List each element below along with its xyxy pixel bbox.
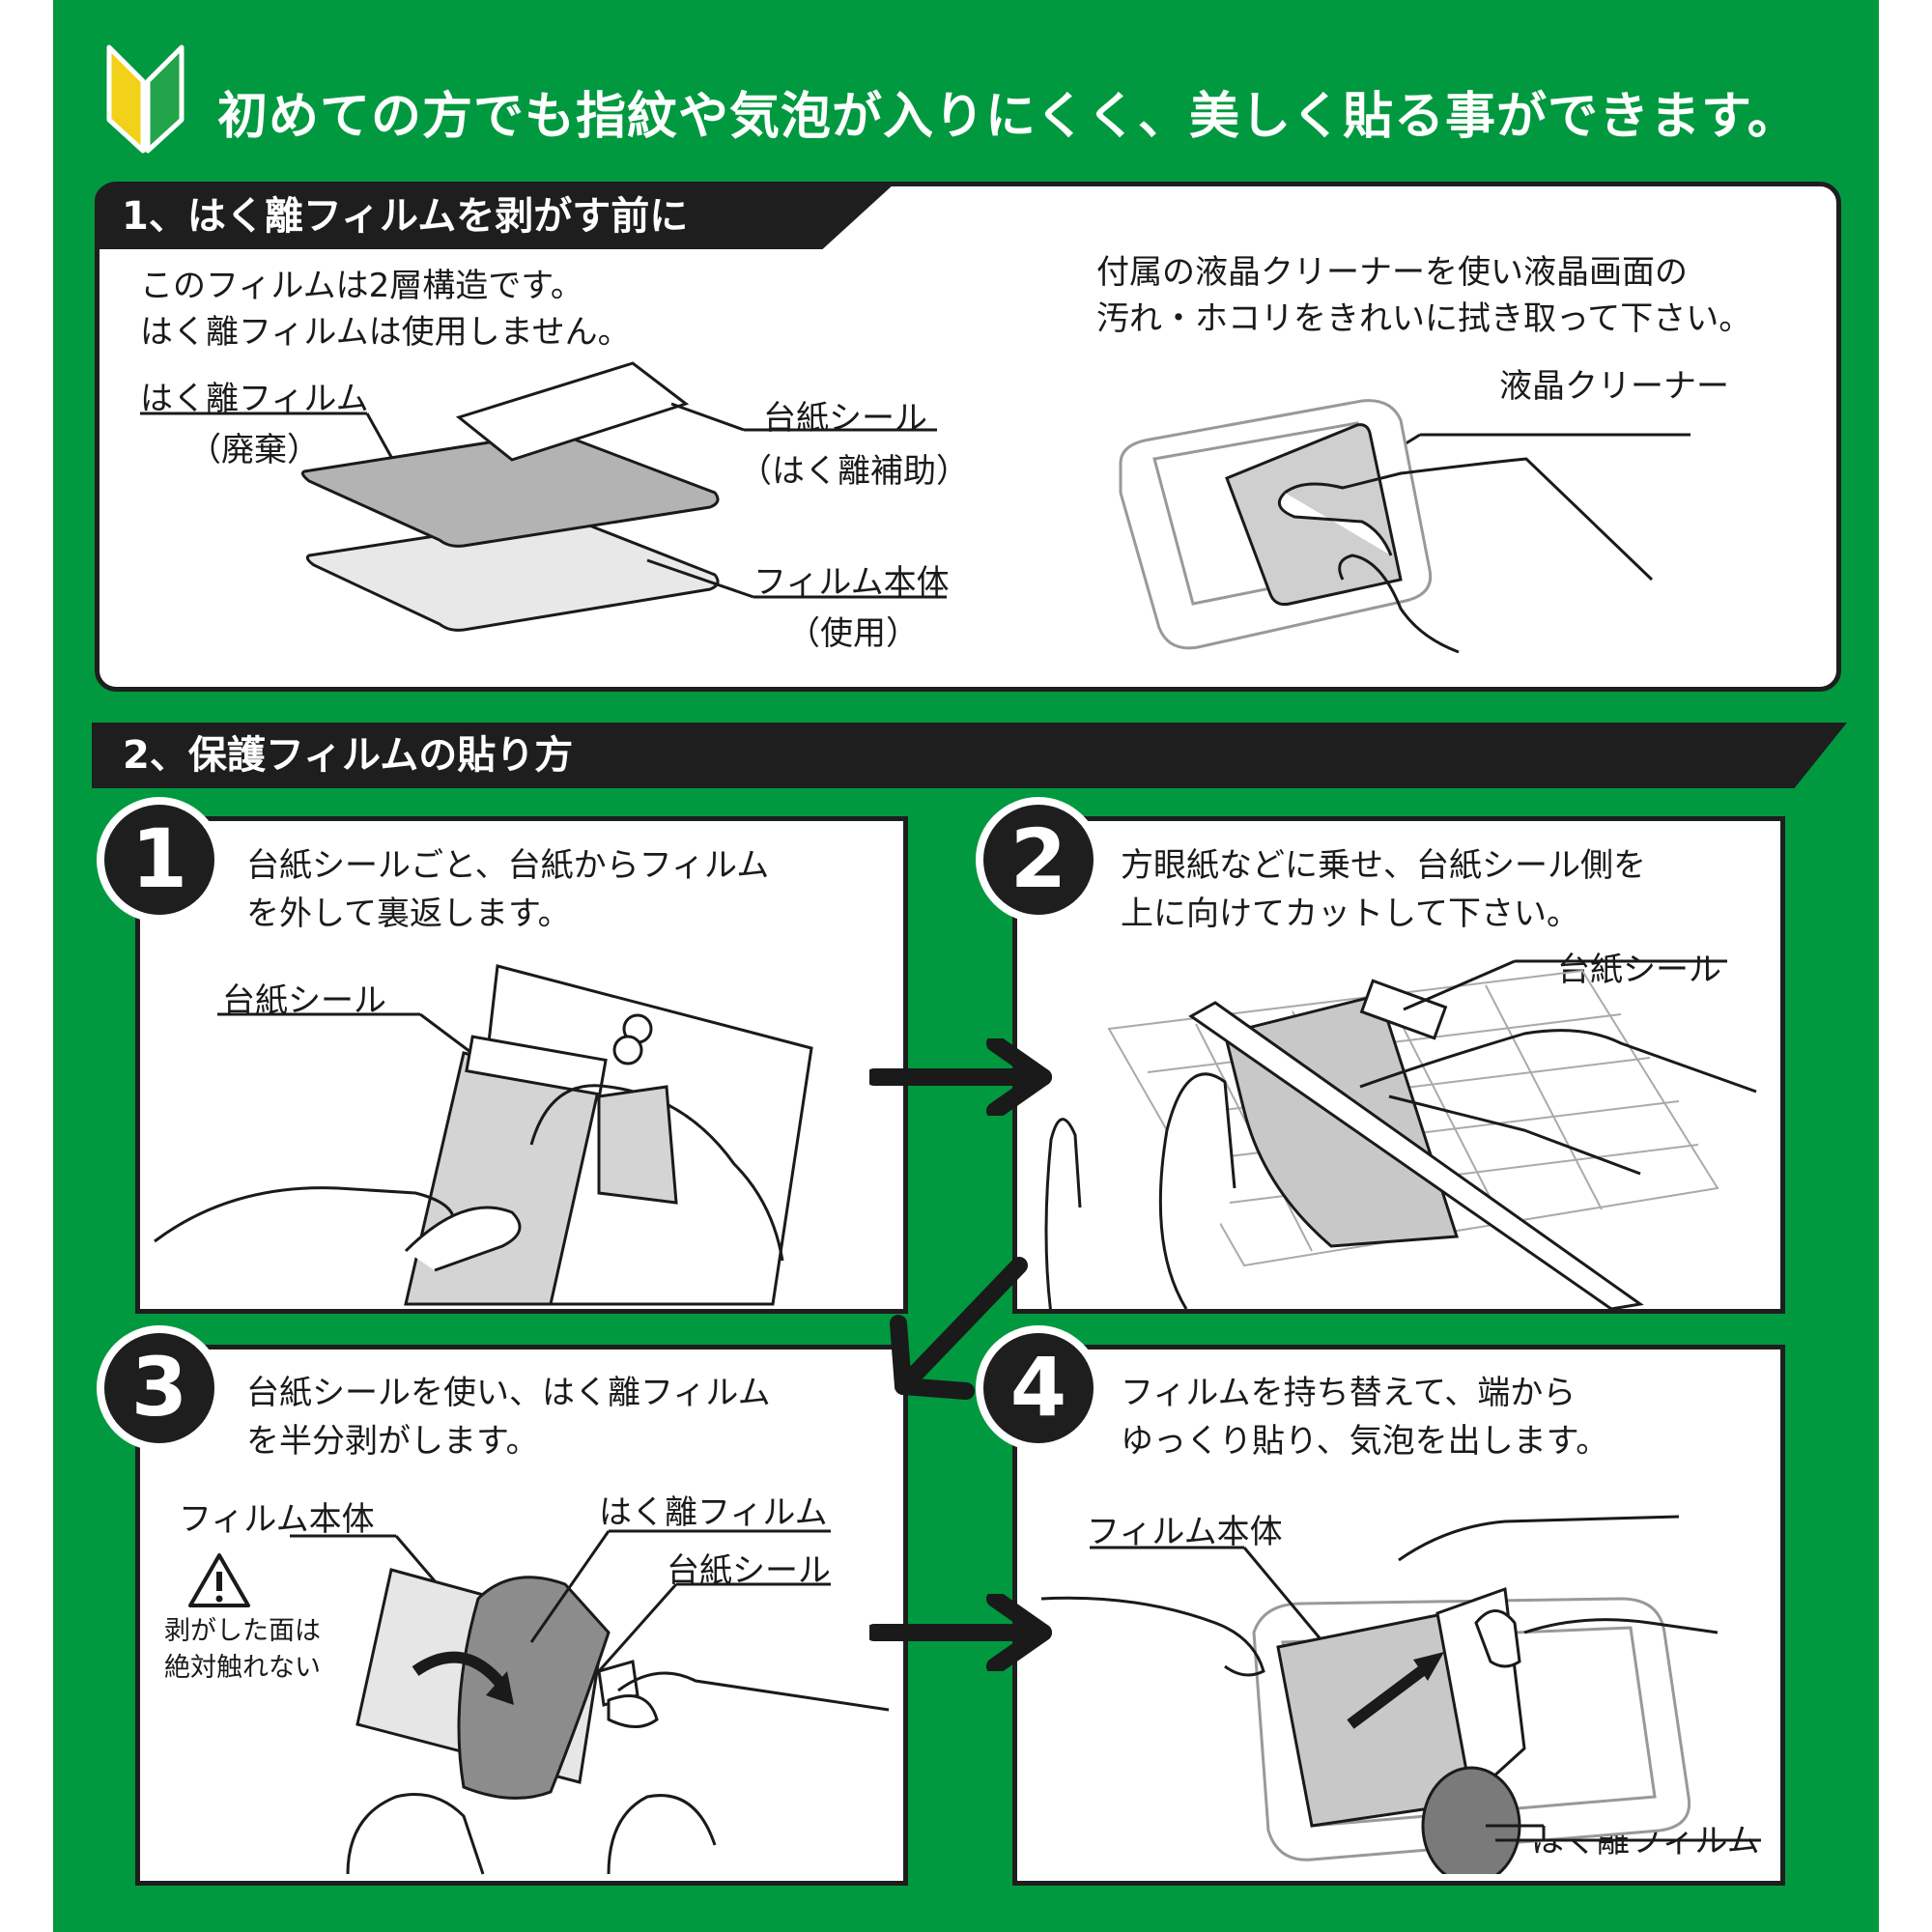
- section1-banner: 1、はく離フィルムを剥がす前に: [95, 184, 895, 249]
- step3-text-1: 台紙シールを使い、はく離フィルム: [246, 1374, 771, 1412]
- label-film-body-note: （使用）: [787, 614, 919, 653]
- s1-left-text-2: はく離フィルムは使用しません。: [140, 313, 631, 352]
- step4-text-2: ゆっくり貼り、気泡を出します。: [1121, 1422, 1609, 1461]
- s1-right-text-2: 汚れ・ホコリをきれいに拭き取って下さい。: [1096, 299, 1752, 338]
- step2-text-1: 方眼紙などに乗せ、台紙シール側を: [1121, 846, 1646, 885]
- film-layers-illustration: [140, 361, 947, 632]
- headline: 初めての方でも指紋や気泡が入りにくく、美しく貼る事ができます。: [217, 88, 1799, 146]
- warning-icon: [188, 1553, 250, 1607]
- step3-warning-1: 剥がした面は: [164, 1616, 321, 1646]
- step1-text-1: 台紙シールごと、台紙からフィルム: [246, 846, 770, 885]
- s1-left-text-1: このフィルムは2層構造です。: [140, 267, 583, 305]
- step1-illustration: [154, 964, 813, 1306]
- s1-right-text-1: 付属の液晶クリーナーを使い液晶画面の: [1096, 253, 1688, 292]
- step4-number: 4: [976, 1325, 1101, 1451]
- lcd-cleaning-illustration: [1119, 399, 1690, 654]
- section2-title: 2、保護フィルムの貼り方: [123, 733, 574, 778]
- step3-text-2: を半分剥がします。: [246, 1422, 539, 1461]
- section2-banner: 2、保護フィルムの貼り方: [92, 723, 1847, 788]
- label-release-film: はく離フィルム: [140, 380, 369, 418]
- section1-panel: [95, 182, 1841, 692]
- step2-number: 2: [976, 797, 1101, 923]
- label-lcd-cleaner: 液晶クリーナー: [1499, 367, 1729, 406]
- step3-label-film-body: フィルム本体: [179, 1500, 375, 1539]
- step3-warning-2: 絶対触れない: [164, 1653, 321, 1683]
- step2-text-2: 上に向けてカットして下さい。: [1121, 895, 1579, 933]
- step4-text-1: フィルムを持ち替えて、端から: [1121, 1374, 1577, 1412]
- step1-number: 1: [97, 797, 222, 923]
- step3-label-release-film: はく離フィルム: [599, 1493, 828, 1532]
- step1-text-2: を外して裏返します。: [246, 895, 571, 933]
- arrow-down-left-icon: [890, 1257, 1028, 1400]
- step2-illustration: [1044, 959, 1757, 1309]
- step3-number: 3: [97, 1325, 222, 1451]
- step4-label-film-body: フィルム本体: [1087, 1513, 1283, 1551]
- arrow-right-icon: [869, 1594, 1052, 1671]
- label-release-film-note: （廃棄）: [188, 431, 320, 469]
- label-backing-seal-note: （はく離補助）: [739, 452, 969, 491]
- beginner-mark-icon: [106, 44, 185, 154]
- step3-illustration: [290, 1529, 890, 1875]
- section1-title: 1、はく離フィルムを剥がす前に: [122, 194, 689, 239]
- arrow-right-icon: [869, 1038, 1052, 1116]
- step2-label-backing-seal: 台紙シール: [1557, 951, 1721, 989]
- label-film-body: フィルム本体: [753, 563, 950, 602]
- step4-illustration: [1040, 1515, 1761, 1874]
